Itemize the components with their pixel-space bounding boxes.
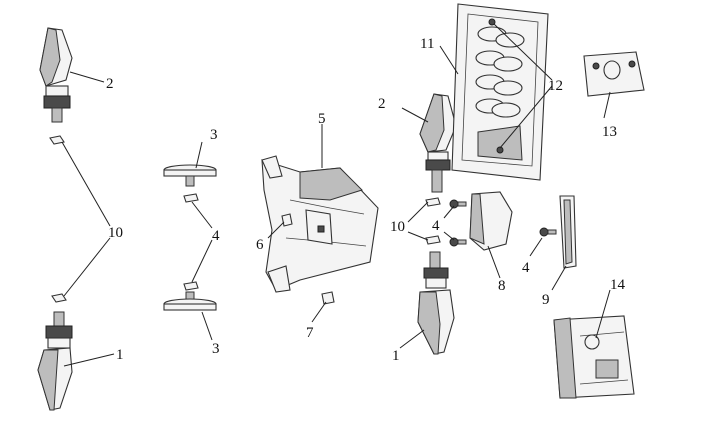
turn-signal-top-right bbox=[419, 93, 457, 193]
nut-left-lower bbox=[51, 293, 67, 303]
callout-7: 7 bbox=[306, 325, 314, 341]
turn-signal-top-left bbox=[39, 27, 73, 123]
callout-1-left: 1 bbox=[116, 347, 124, 363]
reflector-bottom bbox=[163, 291, 217, 311]
license-light-lens bbox=[559, 195, 577, 269]
turn-signal-bottom-left bbox=[37, 311, 73, 411]
callout-3-top: 3 bbox=[210, 127, 218, 143]
leader-lines bbox=[61, 23, 611, 367]
callout-5: 5 bbox=[318, 111, 326, 127]
nut-left-upper bbox=[49, 135, 65, 145]
callout-14: 14 bbox=[610, 277, 626, 293]
callout-12: 12 bbox=[548, 78, 563, 94]
rubber-cap-7 bbox=[321, 291, 335, 305]
washer-right-lower bbox=[425, 235, 441, 245]
callout-10-left: 10 bbox=[108, 225, 123, 241]
screw-right-lower bbox=[449, 237, 467, 247]
fastener-lower bbox=[183, 281, 199, 291]
reflector-top bbox=[163, 164, 217, 187]
callout-11: 11 bbox=[420, 36, 434, 52]
callout-2-right: 2 bbox=[378, 96, 386, 112]
taillight-housing bbox=[469, 191, 513, 251]
callout-1-right: 1 bbox=[392, 348, 400, 364]
fastener-upper bbox=[183, 193, 199, 203]
callout-9: 9 bbox=[542, 292, 550, 308]
callout-4-right-lower: 4 bbox=[522, 260, 530, 276]
turn-signal-bottom-right bbox=[417, 251, 455, 355]
rear-fender-bracket bbox=[261, 155, 379, 293]
small-clip-6 bbox=[281, 213, 293, 227]
callout-8: 8 bbox=[498, 278, 506, 294]
callout-6: 6 bbox=[256, 237, 264, 253]
license-plate-bracket bbox=[553, 315, 635, 399]
mounting-plate bbox=[583, 51, 645, 97]
callout-4-mid: 4 bbox=[212, 228, 220, 244]
callout-2-left: 2 bbox=[106, 76, 114, 92]
decal-sheet bbox=[451, 3, 549, 181]
washer-right-upper bbox=[425, 197, 441, 207]
screw-lens bbox=[539, 227, 557, 237]
screw-right-upper bbox=[449, 199, 467, 209]
callout-labels: 2 10 1 3 4 3 5 6 7 2 10 1 11 12 13 4 8 4… bbox=[106, 36, 626, 364]
callout-3-bottom: 3 bbox=[212, 341, 220, 357]
callout-10-right: 10 bbox=[390, 219, 405, 235]
callout-4-right-upper: 4 bbox=[432, 218, 440, 234]
callout-13: 13 bbox=[602, 124, 617, 140]
